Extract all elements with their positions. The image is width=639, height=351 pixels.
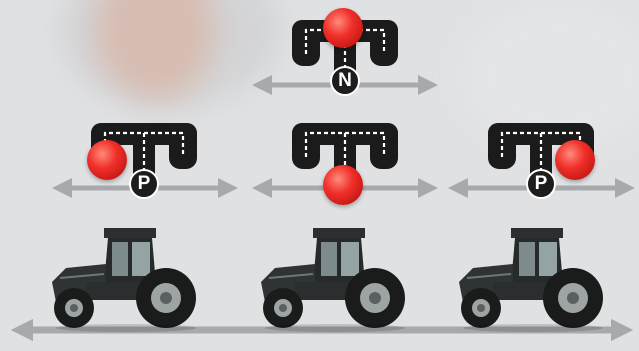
- gear-label: P: [526, 169, 556, 199]
- gearshift-icon: P: [87, 113, 197, 203]
- gearshift-icon: [292, 113, 398, 205]
- gear-knob-ball: [87, 140, 127, 180]
- tractor-icon: [453, 222, 613, 332]
- gear-label: P: [129, 169, 159, 199]
- tractor-icon: [46, 222, 206, 332]
- gearshift-icon: N: [292, 8, 398, 100]
- gear-knob-ball: [323, 8, 363, 48]
- gear-knob-ball: [323, 165, 363, 205]
- gearshift-icon: P: [488, 113, 595, 203]
- tractor-icon: [255, 222, 415, 332]
- gear-knob-ball: [555, 140, 595, 180]
- gear-label: N: [330, 66, 360, 96]
